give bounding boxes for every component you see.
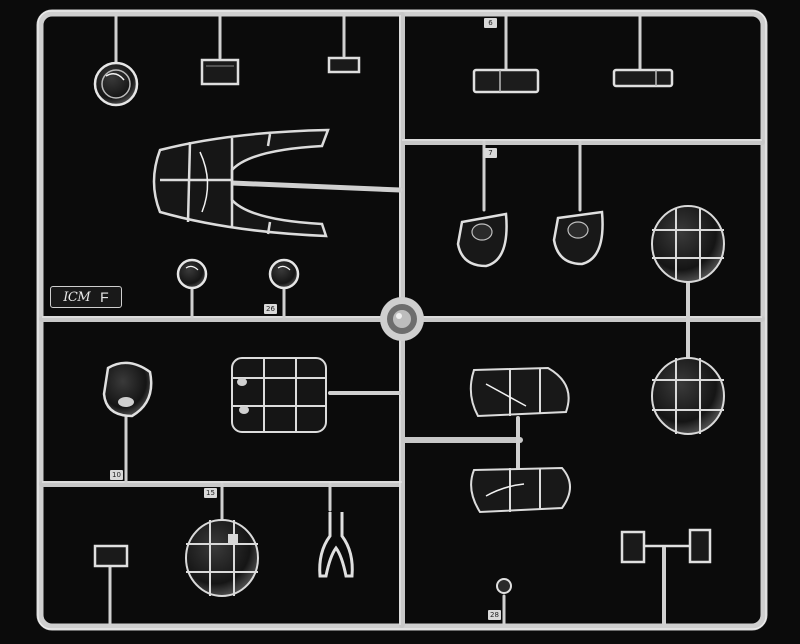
windscreen-part-1 xyxy=(472,68,540,94)
part-number-tag: 15 xyxy=(204,488,217,498)
nose-glazing-part-1 xyxy=(469,366,570,418)
frame-letter: F xyxy=(100,289,109,305)
dome-part-2 xyxy=(651,357,725,435)
mirror-part-2 xyxy=(327,56,361,74)
sprue-frame-highlight xyxy=(37,10,767,630)
cup-part-1 xyxy=(456,212,508,268)
sphere-part xyxy=(185,519,259,597)
knob-part xyxy=(496,578,512,594)
windscreen-part-2 xyxy=(612,68,674,88)
round-lens-part xyxy=(93,61,139,107)
part-number-tag: 26 xyxy=(264,304,277,314)
dome-part-1 xyxy=(651,205,725,283)
part-number-tag: 28 xyxy=(488,610,501,620)
part-number-tag: 6 xyxy=(484,18,497,28)
small-mirror-part xyxy=(93,544,129,568)
mirror-part-1 xyxy=(200,58,240,86)
sprue-brand-label: ICM F xyxy=(50,286,122,308)
nose-glazing-part-2 xyxy=(470,466,571,514)
fork-part xyxy=(318,512,354,578)
lens-part-2 xyxy=(268,258,300,290)
lens-part-1 xyxy=(176,258,208,290)
cup-part-2 xyxy=(552,210,604,266)
glazed-panel-part xyxy=(231,357,327,433)
bracket-part xyxy=(620,528,712,564)
part-number-tag: 7 xyxy=(484,148,497,158)
sprue-hub xyxy=(380,297,424,341)
canopy-part xyxy=(152,128,330,238)
brand-logo: ICM xyxy=(63,289,91,305)
bubble-part xyxy=(102,361,153,418)
part-number-tag: 10 xyxy=(110,470,123,480)
